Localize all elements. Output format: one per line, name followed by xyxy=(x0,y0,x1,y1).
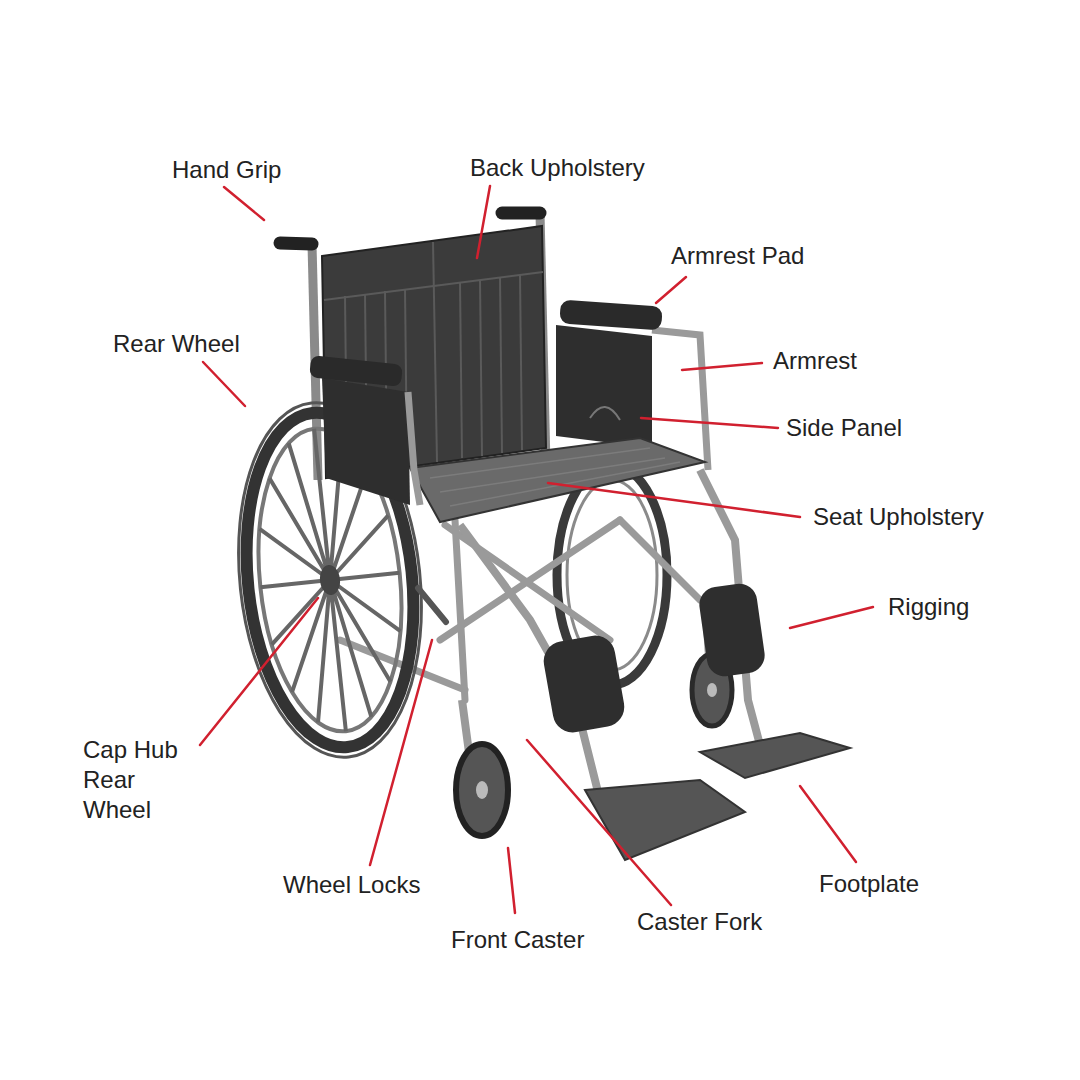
seam xyxy=(433,242,437,462)
pleat xyxy=(520,275,522,450)
part-label: Armrest Pad xyxy=(671,241,804,271)
part-label: Cap Hub Rear Wheel xyxy=(83,735,208,825)
leader-line xyxy=(682,363,762,370)
part-label: Rear Wheel xyxy=(113,329,240,359)
part-label: Armrest xyxy=(773,346,857,376)
calf-pad xyxy=(541,632,628,735)
seat-texture xyxy=(430,448,680,506)
leader-line xyxy=(641,418,778,428)
pleat xyxy=(480,280,482,456)
leader-line xyxy=(477,186,490,258)
part-label: Wheel Locks xyxy=(283,870,420,900)
part-label: Seat Upholstery xyxy=(813,502,984,532)
seat-line xyxy=(450,462,680,506)
armrest-pad xyxy=(309,355,403,386)
armrest-frame xyxy=(408,392,420,505)
leader-line xyxy=(370,640,432,865)
part-label: Front Caster xyxy=(451,925,584,955)
footplate xyxy=(585,780,745,860)
leader-line xyxy=(508,848,515,913)
pleat xyxy=(500,277,502,453)
hand-grip xyxy=(280,243,312,244)
bottom-rail xyxy=(620,520,700,600)
part-label: Side Panel xyxy=(786,413,902,443)
part-label: Back Upholstery xyxy=(470,153,645,183)
footplate xyxy=(700,733,850,778)
armrest-pad xyxy=(559,299,662,330)
hand-grip xyxy=(502,207,540,220)
seat-upholstery xyxy=(410,438,705,522)
leader-line xyxy=(548,483,800,517)
calf-pad xyxy=(697,581,767,678)
leader-line xyxy=(656,277,686,303)
leader-lines xyxy=(200,186,873,913)
cap-hub xyxy=(318,564,341,596)
front-caster xyxy=(456,744,508,836)
side-panel-clip xyxy=(590,407,620,420)
part-label: Rigging xyxy=(888,592,969,622)
caster-hub xyxy=(476,781,488,799)
leader-line xyxy=(800,786,856,862)
part-label: Caster Fork xyxy=(637,907,762,937)
part-label: Hand Grip xyxy=(172,155,281,185)
side-panel xyxy=(322,378,410,505)
leader-line xyxy=(200,598,318,745)
leader-line xyxy=(790,607,873,628)
part-label: Footplate xyxy=(819,869,919,899)
front-post xyxy=(455,520,465,700)
wheel-lock xyxy=(418,588,446,622)
pleat xyxy=(460,282,462,458)
caster-hub xyxy=(707,683,717,697)
leader-line xyxy=(527,740,671,905)
leader-line xyxy=(224,187,264,220)
leader-line xyxy=(203,362,245,406)
side-panel xyxy=(556,325,652,448)
